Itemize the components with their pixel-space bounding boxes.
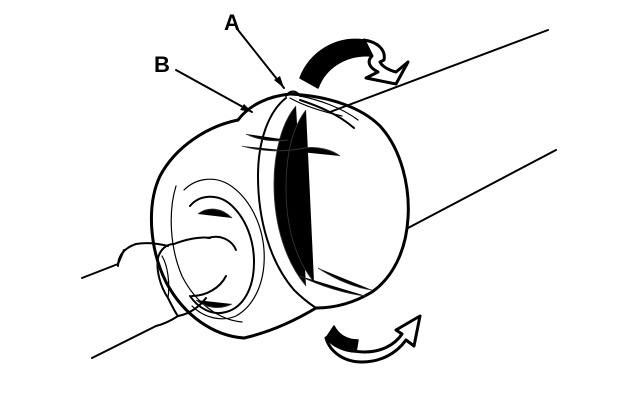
- label-a: A: [224, 10, 240, 35]
- rear-shaft: [329, 29, 557, 229]
- bushing-housing: [150, 90, 410, 340]
- leader-arrowhead-b: [240, 104, 252, 112]
- leader-arrowhead-a: [274, 76, 284, 88]
- rotation-arrow-top: [299, 38, 410, 89]
- leader-lines: [175, 29, 285, 113]
- label-b: B: [154, 52, 170, 77]
- leader-line-a: [237, 29, 285, 89]
- leader-line-b: [175, 69, 253, 113]
- rotation-arrow-bottom: [324, 314, 422, 364]
- front-shaft: [81, 235, 237, 359]
- inner-sleeve: [170, 178, 265, 323]
